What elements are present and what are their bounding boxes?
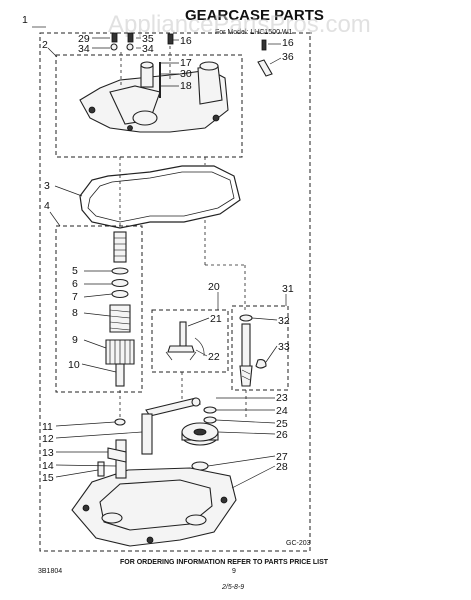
callout-7: 7 (72, 291, 78, 303)
callout-18: 18 (180, 80, 192, 92)
diagram-code: GC-203 (286, 540, 311, 547)
callout-34a: 34 (78, 43, 90, 55)
callout-11: 11 (42, 421, 53, 433)
callout-15: 15 (42, 472, 54, 484)
gearcase-cover-box (55, 54, 243, 158)
callout-31: 31 (282, 283, 294, 295)
callout-35: 35 (142, 33, 154, 45)
callout-28: 28 (276, 461, 288, 473)
callout-33: 33 (278, 341, 290, 353)
callout-14: 14 (42, 460, 54, 472)
callout-27: 27 (276, 451, 288, 463)
callout-22: 22 (208, 351, 220, 363)
callout-16a: 16 (180, 35, 192, 47)
callout-5: 5 (72, 265, 78, 277)
callout-32: 32 (278, 315, 290, 327)
gearcase-cover (79, 61, 229, 133)
callout-4: 4 (44, 200, 50, 212)
callout-12: 12 (42, 433, 54, 445)
callout-21: 21 (210, 313, 222, 325)
cover-screws (110, 32, 273, 77)
pinion-shaft (239, 314, 267, 387)
callout-29: 29 (78, 33, 90, 45)
shift-lever-box (151, 309, 229, 373)
callout-24: 24 (276, 405, 288, 417)
callout-10: 10 (68, 359, 80, 371)
gasket (79, 165, 241, 229)
callout-1: 1 (22, 14, 28, 26)
ordering-note: FOR ORDERING INFORMATION REFER TO PARTS … (120, 559, 329, 566)
callout-8: 8 (72, 307, 78, 319)
main-gear (181, 406, 219, 471)
pinion-assembly-box (55, 225, 143, 393)
callout-13: 13 (42, 447, 54, 459)
callout-6: 6 (72, 278, 78, 290)
callout-30: 30 (180, 68, 192, 80)
callout-26: 26 (276, 429, 288, 441)
callout-2: 2 (42, 39, 48, 51)
drive-arm (114, 397, 201, 455)
handwritten-date: 2/5-8-9 (221, 584, 244, 591)
callout-23: 23 (276, 392, 288, 404)
shift-lever (165, 321, 205, 361)
pinion-shaft-box (231, 305, 289, 391)
pinion-assembly (105, 231, 135, 387)
callout-17: 17 (180, 57, 192, 69)
callout-9: 9 (72, 334, 78, 346)
gearcase-base (71, 439, 237, 547)
doc-code: 3B1804 (38, 568, 62, 575)
outer-assembly-box (39, 32, 311, 552)
callout-16b: 16 (282, 37, 294, 49)
callout-36: 36 (282, 51, 294, 63)
page-number: 9 (232, 568, 236, 575)
callout-34b: 34 (142, 43, 154, 55)
page-title: GEARCASE PARTS (185, 7, 324, 24)
callout-3: 3 (44, 180, 50, 192)
leader-2 (47, 47, 58, 58)
leader-lines (54, 37, 287, 489)
callout-20: 20 (208, 281, 220, 293)
callout-labels: 1 2 3 4 5 6 7 8 9 10 11 12 13 14 15 16 1… (22, 14, 294, 484)
callout-25: 25 (276, 418, 288, 430)
